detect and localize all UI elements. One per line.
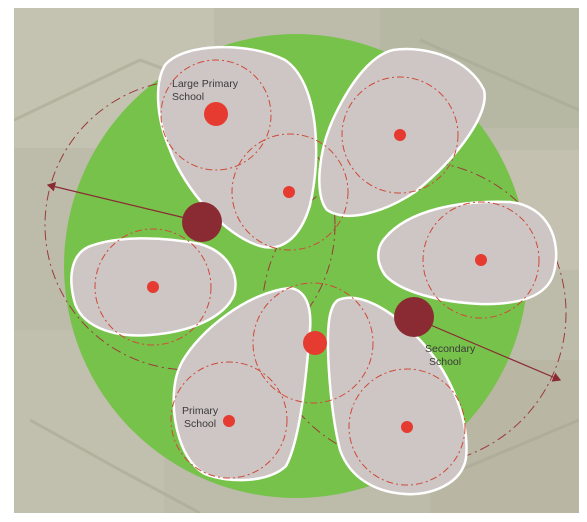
school-dots bbox=[147, 102, 487, 433]
walking-circles bbox=[94, 59, 540, 486]
walk-circle-left bbox=[94, 228, 212, 346]
dot-primary-top-right bbox=[394, 129, 406, 141]
dot-secondary-school bbox=[394, 297, 434, 337]
dot-primary-left bbox=[147, 281, 159, 293]
label-large-primary-school: Large Primary School bbox=[172, 78, 241, 103]
walk-circle-bottom-right bbox=[348, 368, 466, 486]
dot-primary-bottom-right bbox=[401, 421, 413, 433]
dot-secondary-west bbox=[182, 202, 222, 242]
dot-primary-top-left-inner bbox=[283, 186, 295, 198]
petals bbox=[70, 45, 558, 496]
petal-top-left bbox=[156, 45, 318, 249]
walk-circle-top-left-inner bbox=[231, 133, 349, 251]
labels: Large Primary School Secondary School Pr… bbox=[172, 78, 478, 430]
dot-large-primary-school bbox=[204, 102, 228, 126]
petal-right bbox=[377, 200, 558, 306]
petal-bottom-left bbox=[172, 286, 312, 482]
walk-circle-right bbox=[422, 201, 540, 319]
petal-bottom-right bbox=[326, 296, 468, 496]
walk-circle-large-primary bbox=[160, 59, 272, 171]
arrow-west bbox=[46, 182, 203, 223]
label-secondary-school: Secondary School bbox=[425, 343, 478, 368]
label-primary-school: Primary School bbox=[182, 405, 221, 430]
dot-primary-school bbox=[223, 415, 235, 427]
catchment-arrows bbox=[46, 182, 562, 382]
dot-center-school bbox=[303, 331, 327, 355]
walk-circle-center bbox=[252, 282, 374, 404]
dot-primary-right bbox=[475, 254, 487, 266]
walk-circle-primary bbox=[170, 361, 288, 479]
arrow-east bbox=[413, 317, 562, 382]
walk-circle-top-right bbox=[341, 76, 459, 194]
